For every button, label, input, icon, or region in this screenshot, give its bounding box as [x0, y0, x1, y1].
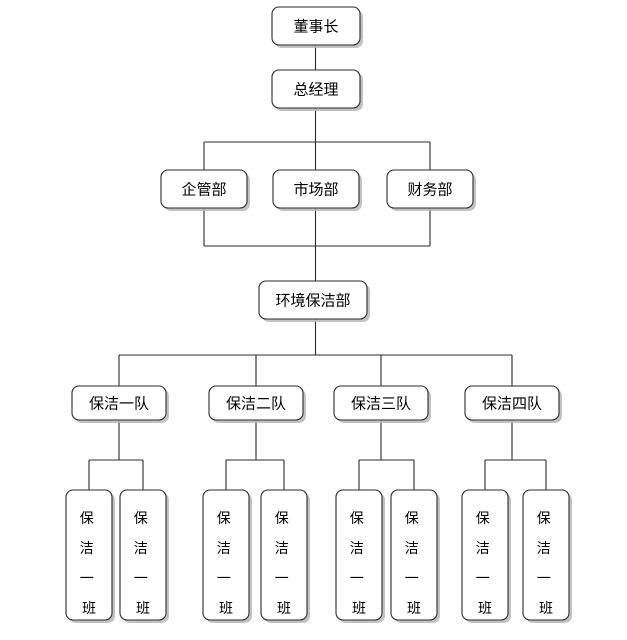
dept-enterprise-label: 企管部	[181, 181, 226, 199]
squad-3-box[interactable]	[202, 489, 250, 621]
dept-cleaning-box[interactable]	[258, 280, 368, 320]
squad-2-box[interactable]	[119, 489, 167, 621]
dept-cleaning-label: 环境保洁部	[275, 292, 350, 310]
chairman-label: 董事长	[293, 18, 338, 36]
dept-finance-box[interactable]	[386, 169, 474, 209]
team1-box[interactable]	[71, 385, 167, 421]
node-team4[interactable]: 保洁四队	[464, 385, 562, 423]
squad-4-label: 保 洁 一 班	[275, 511, 293, 617]
general-manager-box[interactable]	[271, 69, 361, 109]
team4-box[interactable]	[464, 385, 560, 421]
squad-6-label: 保 洁 一 班	[405, 511, 423, 617]
squad-8-box[interactable]	[522, 489, 570, 621]
node-dept-finance[interactable]: 财务部	[386, 169, 476, 211]
node-dept-enterprise[interactable]: 企管部	[160, 169, 250, 211]
node-team2[interactable]: 保洁二队	[208, 385, 306, 423]
node-squad-2[interactable]: 保 洁 一 班	[119, 489, 169, 623]
node-dept-market[interactable]: 市场部	[272, 169, 362, 211]
squad-4-box[interactable]	[260, 489, 308, 621]
team3-box[interactable]	[333, 385, 429, 421]
team2-box[interactable]	[208, 385, 304, 421]
node-team1[interactable]: 保洁一队	[71, 385, 169, 423]
node-dept-cleaning[interactable]: 环境保洁部	[258, 280, 370, 322]
squad-6-box[interactable]	[390, 489, 438, 621]
dept-market-label: 市场部	[293, 181, 338, 199]
node-general-manager[interactable]: 总经理	[271, 69, 363, 111]
team1-label: 保洁一队	[89, 395, 149, 413]
node-squad-4[interactable]: 保 洁 一 班	[260, 489, 310, 623]
squad-2-label: 保 洁 一 班	[134, 511, 152, 617]
node-team3[interactable]: 保洁三队	[333, 385, 431, 423]
team4-label: 保洁四队	[482, 395, 542, 413]
squad-5-box[interactable]	[335, 489, 383, 621]
dept-enterprise-box[interactable]	[160, 169, 248, 209]
squad-7-box[interactable]	[461, 489, 509, 621]
node-squad-1[interactable]: 保 洁 一 班	[65, 489, 115, 623]
squad-1-label: 保 洁 一 班	[80, 511, 98, 617]
squad-7-label: 保 洁 一 班	[476, 511, 494, 617]
node-squad-7[interactable]: 保 洁 一 班	[461, 489, 511, 623]
connector-layer	[88, 45, 547, 490]
node-squad-5[interactable]: 保 洁 一 班	[335, 489, 385, 623]
squad-3-label: 保 洁 一 班	[217, 511, 235, 617]
node-chairman[interactable]: 董事长	[271, 6, 363, 48]
team2-label: 保洁二队	[226, 395, 286, 413]
node-squad-3[interactable]: 保 洁 一 班	[202, 489, 252, 623]
node-squad-8[interactable]: 保 洁 一 班	[522, 489, 572, 623]
squad-8-label: 保 洁 一 班	[537, 511, 555, 617]
chairman-box[interactable]	[271, 6, 361, 46]
node-squad-6[interactable]: 保 洁 一 班	[390, 489, 440, 623]
general-manager-label: 总经理	[293, 81, 338, 99]
squad-5-label: 保 洁 一 班	[350, 511, 368, 617]
team3-label: 保洁三队	[351, 395, 411, 413]
dept-market-box[interactable]	[272, 169, 360, 209]
squad-1-box[interactable]	[65, 489, 113, 621]
dept-finance-label: 财务部	[407, 181, 452, 199]
